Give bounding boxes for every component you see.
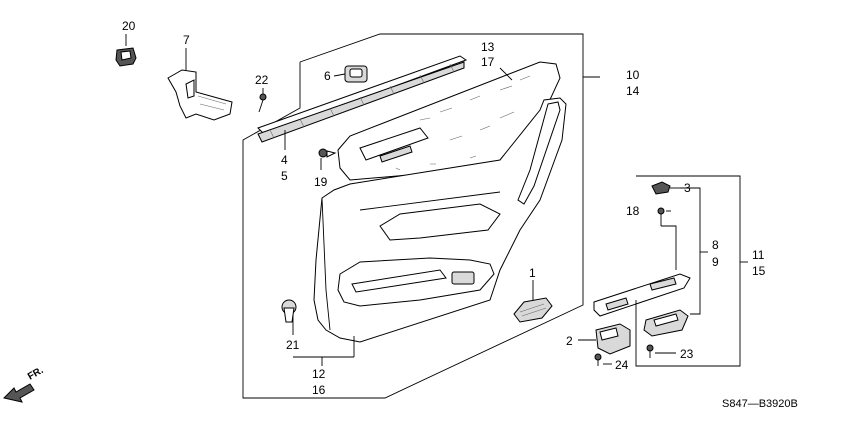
- leader-lines-right: [578, 76, 748, 367]
- part-23-screw: [646, 344, 654, 358]
- callout-9: 9: [712, 255, 719, 269]
- callout-12: 12: [312, 367, 326, 381]
- direction-label: FR.: [26, 365, 46, 383]
- part-1-pull-pocket: [513, 280, 553, 323]
- callout-4: 4: [281, 153, 288, 167]
- callout-24: 24: [615, 358, 629, 372]
- front-direction-arrow: [3, 383, 35, 403]
- callout-18: 18: [626, 204, 640, 218]
- callout-11: 11: [752, 248, 765, 262]
- part-11-15-switch-panel: [643, 309, 689, 337]
- part-24-screw: [594, 353, 602, 366]
- callout-2: 2: [566, 334, 573, 348]
- part-13-17-upper-trim: [337, 61, 561, 181]
- callout-13: 13: [481, 40, 495, 54]
- assembly-boundary: [242, 33, 584, 399]
- callout-21: 21: [286, 338, 300, 352]
- part-4-5-weatherstrip: [257, 55, 468, 150]
- part-22-screw: [258, 88, 267, 113]
- part-3-clip: [651, 181, 680, 195]
- part-7-bracket: [167, 48, 233, 121]
- part-18-screw: [657, 207, 665, 226]
- callout-19: 19: [314, 175, 328, 189]
- diagram-code: S847—B3920B: [722, 398, 798, 410]
- part-20-clip: [115, 34, 137, 67]
- callout-10: 10: [626, 68, 640, 82]
- part-8-9-armrest-panel: [593, 273, 691, 317]
- leader-12-16: [293, 336, 355, 366]
- callout-16: 16: [312, 383, 326, 397]
- callout-labels: 20 7 22 6 13 17 10 14 4 5 19 3 18 8 9 11…: [26, 19, 798, 410]
- callout-6: 6: [324, 69, 331, 83]
- callout-23: 23: [680, 347, 694, 361]
- callout-8: 8: [712, 238, 719, 252]
- callout-17: 17: [481, 55, 495, 69]
- part-2-window-switch: [595, 323, 631, 355]
- part-21-clip: [281, 299, 297, 335]
- callout-20: 20: [122, 19, 136, 33]
- callout-5: 5: [281, 169, 288, 183]
- callout-22: 22: [255, 73, 269, 87]
- part-6-retainer: [333, 65, 368, 83]
- callout-7: 7: [183, 33, 190, 47]
- main-door-lining: [313, 97, 567, 343]
- callout-1: 1: [529, 266, 536, 280]
- callout-3: 3: [684, 181, 691, 195]
- callout-14: 14: [626, 84, 640, 98]
- part-19-clip: [318, 148, 337, 170]
- callout-15: 15: [752, 264, 766, 278]
